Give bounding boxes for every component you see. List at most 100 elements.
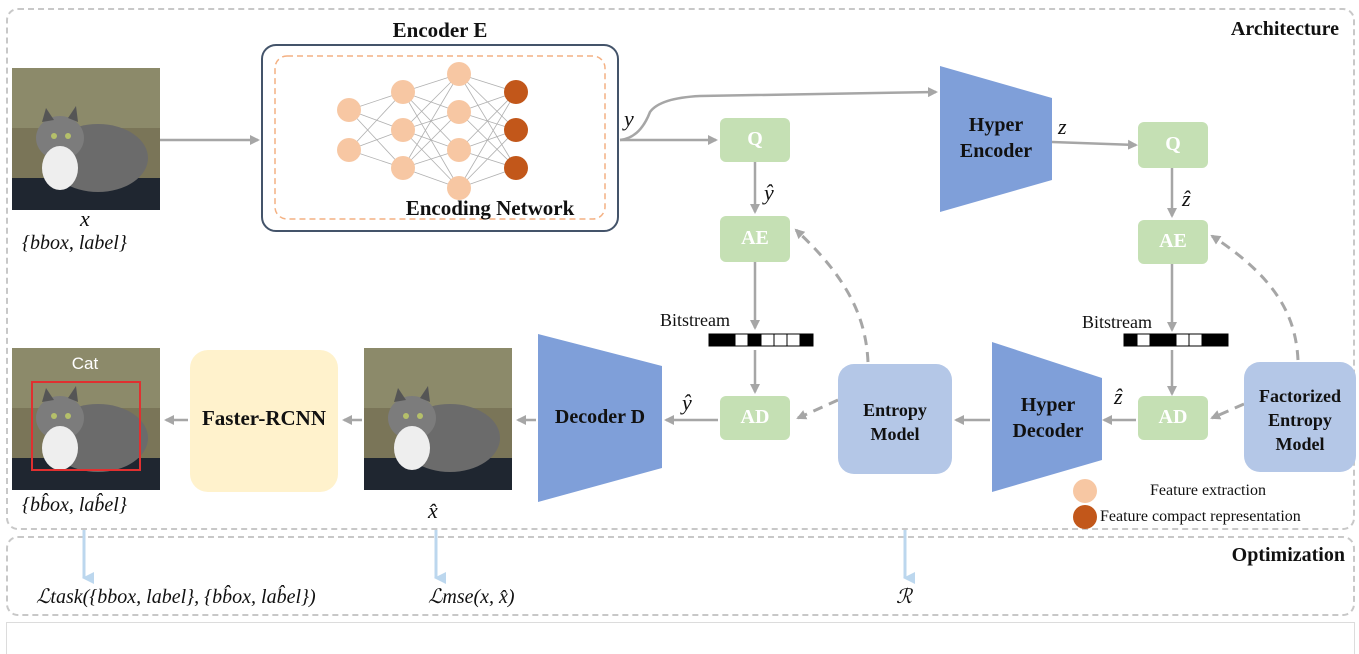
- bit-cell: [1188, 333, 1203, 347]
- ad-block-2: [1138, 396, 1208, 440]
- hyper-encoder-label: Hyper Encoder: [959, 114, 1033, 162]
- bit-cell: [799, 333, 814, 347]
- ad-block-1: [720, 396, 790, 440]
- bit-cell: [786, 333, 801, 347]
- network-edge: [402, 73, 460, 131]
- network-edge: [402, 111, 460, 169]
- architecture-panel: [6, 8, 1355, 530]
- ad-label-2: AD: [1158, 406, 1188, 428]
- q-block-2: [1138, 122, 1208, 168]
- dashed-factorized-ad: [1210, 402, 1245, 420]
- network-node: [337, 98, 361, 122]
- bitstream-bar-2: [1123, 333, 1229, 347]
- bit-cell: [760, 333, 775, 347]
- encoder-title: Encoder E: [392, 18, 488, 42]
- z-symbol: z: [1058, 114, 1067, 139]
- z-hat-q-symbol: ẑ: [1182, 186, 1191, 211]
- network-edge: [458, 129, 517, 189]
- y-symbol: y: [624, 106, 634, 131]
- network-node: [447, 138, 471, 162]
- network-node: [504, 80, 528, 104]
- architecture-title: Architecture: [1230, 18, 1339, 40]
- network-nodes: [337, 62, 528, 200]
- hyper-encoder-shape: [940, 66, 1052, 212]
- ae-label-2: AE: [1159, 230, 1187, 252]
- ae-block-2: [1138, 220, 1208, 264]
- network-edge: [458, 91, 517, 189]
- x-symbol: x: [80, 206, 90, 231]
- dashed-entropy-ad: [796, 398, 839, 420]
- entropy-model-block: [838, 364, 952, 474]
- factorized-entropy-label: Factorized Entropy Model: [1259, 386, 1341, 454]
- entropy-model-label: Entropy Model: [863, 400, 927, 444]
- ae-block-1: [720, 216, 790, 262]
- network-node: [337, 138, 361, 162]
- network-node: [504, 156, 528, 180]
- legend-feature-compact: Feature compact representation: [1100, 508, 1301, 525]
- q-block-1: [720, 118, 790, 162]
- network-node: [391, 156, 415, 180]
- x-annotation: {bbox, label}: [22, 232, 127, 254]
- bit-cell: [734, 333, 749, 347]
- detection-box: [31, 381, 141, 471]
- output-annotation: {bb̂ox, lab̂el}: [22, 494, 127, 516]
- factorized-entropy-block: [1244, 362, 1356, 472]
- network-node: [447, 100, 471, 124]
- task-loss: ℒtask({bbox, label}, {bb̂ox, lab̂el}): [36, 586, 316, 608]
- x-hat-symbol: x̂: [428, 498, 438, 523]
- encoder-box: [261, 44, 619, 232]
- bit-cell: [1123, 333, 1138, 347]
- z-hat-ad-symbol: ẑ: [1114, 384, 1123, 409]
- detection-image: [12, 348, 160, 490]
- legend-dark-dot: [1073, 505, 1097, 529]
- hyper-decoder-shape: [992, 342, 1102, 492]
- arrow-y-hyper: [619, 87, 938, 142]
- bitstream-label-2: Bitstream: [1082, 312, 1152, 332]
- bit-cell: [1162, 333, 1177, 347]
- detection-label: Cat: [71, 354, 99, 373]
- bit-cell: [1201, 333, 1216, 347]
- optimization-panel: [6, 536, 1355, 616]
- bit-cell: [1136, 333, 1151, 347]
- y-hat-q-symbol: ŷ: [764, 180, 774, 205]
- ad-label-1: AD: [740, 406, 770, 428]
- bit-cell: [747, 333, 762, 347]
- network-node: [391, 80, 415, 104]
- bit-cell: [773, 333, 788, 347]
- network-node: [447, 62, 471, 86]
- bitstream-bar-1: [708, 333, 814, 347]
- faster-rcnn-label: Faster-RCNN: [201, 406, 326, 430]
- network-edge: [348, 109, 404, 169]
- optimization-title: Optimization: [1231, 544, 1345, 566]
- legend-feature-extraction: Feature extraction: [1150, 482, 1266, 499]
- decoder-shape: [538, 334, 662, 502]
- reconstructed-image: [364, 348, 512, 490]
- bit-cell: [721, 333, 736, 347]
- bit-cell: [1175, 333, 1190, 347]
- caption-panel: [6, 622, 1355, 654]
- q-label-1: Q: [747, 128, 763, 150]
- q-label-2: Q: [1165, 133, 1181, 155]
- faster-rcnn-block: [190, 350, 338, 492]
- network-node: [504, 118, 528, 142]
- encoding-network-label: Encoding Network: [405, 196, 575, 220]
- bit-cell: [708, 333, 723, 347]
- decoder-label: Decoder D: [554, 406, 646, 428]
- bitstream-label-1: Bitstream: [660, 310, 730, 330]
- bit-cell: [1214, 333, 1229, 347]
- encoding-network-box: [274, 55, 606, 220]
- network-node: [447, 176, 471, 200]
- ae-label-1: AE: [741, 227, 769, 249]
- y-hat-decoder-symbol: ŷ: [682, 390, 692, 415]
- input-image: [12, 68, 160, 210]
- bit-cell: [1149, 333, 1164, 347]
- rate-loss: ℛ: [896, 586, 912, 608]
- mse-loss: ℒmse(x, x̂): [428, 586, 515, 608]
- hyper-decoder-label: Hyper Decoder: [1012, 394, 1084, 442]
- network-edge: [402, 73, 460, 169]
- network-edge: [458, 91, 517, 151]
- network-edge: [348, 91, 404, 151]
- network-node: [391, 118, 415, 142]
- legend-light-dot: [1073, 479, 1097, 503]
